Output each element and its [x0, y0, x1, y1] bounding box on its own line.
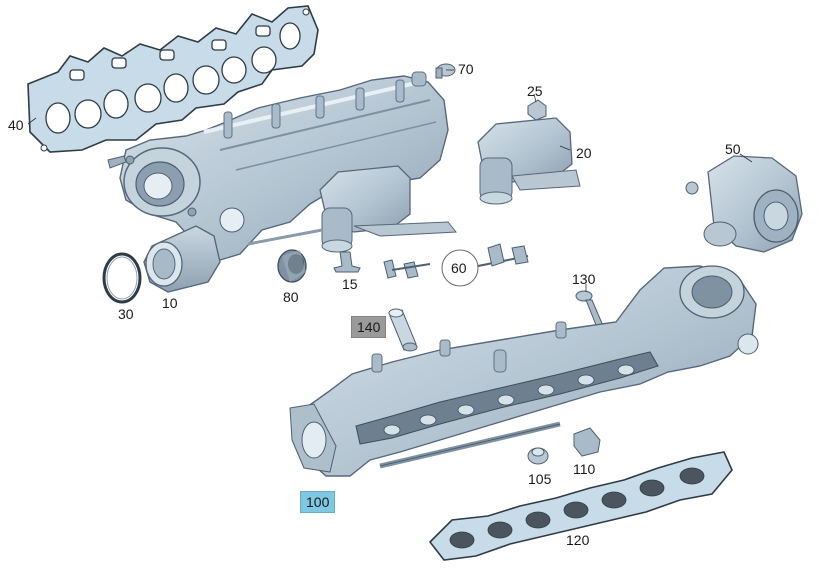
callout-40: 40 — [8, 117, 24, 133]
callout-100: 100 — [300, 491, 336, 513]
callout-20: 20 — [576, 145, 592, 161]
callout-140: 140 — [351, 316, 387, 338]
callout-30: 30 — [118, 306, 134, 322]
callout-70: 70 — [458, 61, 474, 77]
callout-80: 80 — [283, 289, 299, 305]
intake-manifold-lower — [289, 265, 759, 477]
callout-50: 50 — [725, 141, 741, 157]
gasket-lower — [428, 451, 733, 561]
callout-110: 110 — [573, 461, 596, 477]
leader-lines — [27, 69, 753, 292]
o-ring — [102, 252, 142, 304]
callout-120: 120 — [566, 532, 590, 548]
gasket-upper — [27, 5, 319, 153]
linkage-rod — [383, 243, 529, 287]
bolt-70 — [435, 63, 456, 79]
bolt-25 — [527, 99, 547, 121]
callout-15: 15 — [342, 276, 358, 292]
clip-110 — [573, 427, 601, 457]
callout-10: 10 — [162, 295, 178, 311]
callout-105: 105 — [528, 471, 552, 487]
clip — [333, 251, 361, 273]
actuator-mounted — [247, 165, 457, 253]
bolt-130 — [575, 290, 605, 331]
plug-105 — [527, 447, 549, 465]
callout-25: 25 — [527, 83, 543, 99]
intake-manifold-upper — [107, 71, 449, 293]
actuator-20 — [477, 117, 581, 205]
callout-60: 60 — [451, 260, 467, 276]
sleeve — [388, 308, 418, 352]
egr-valve — [685, 155, 803, 253]
callout-130: 130 — [572, 271, 596, 287]
seal-ring — [277, 249, 307, 283]
